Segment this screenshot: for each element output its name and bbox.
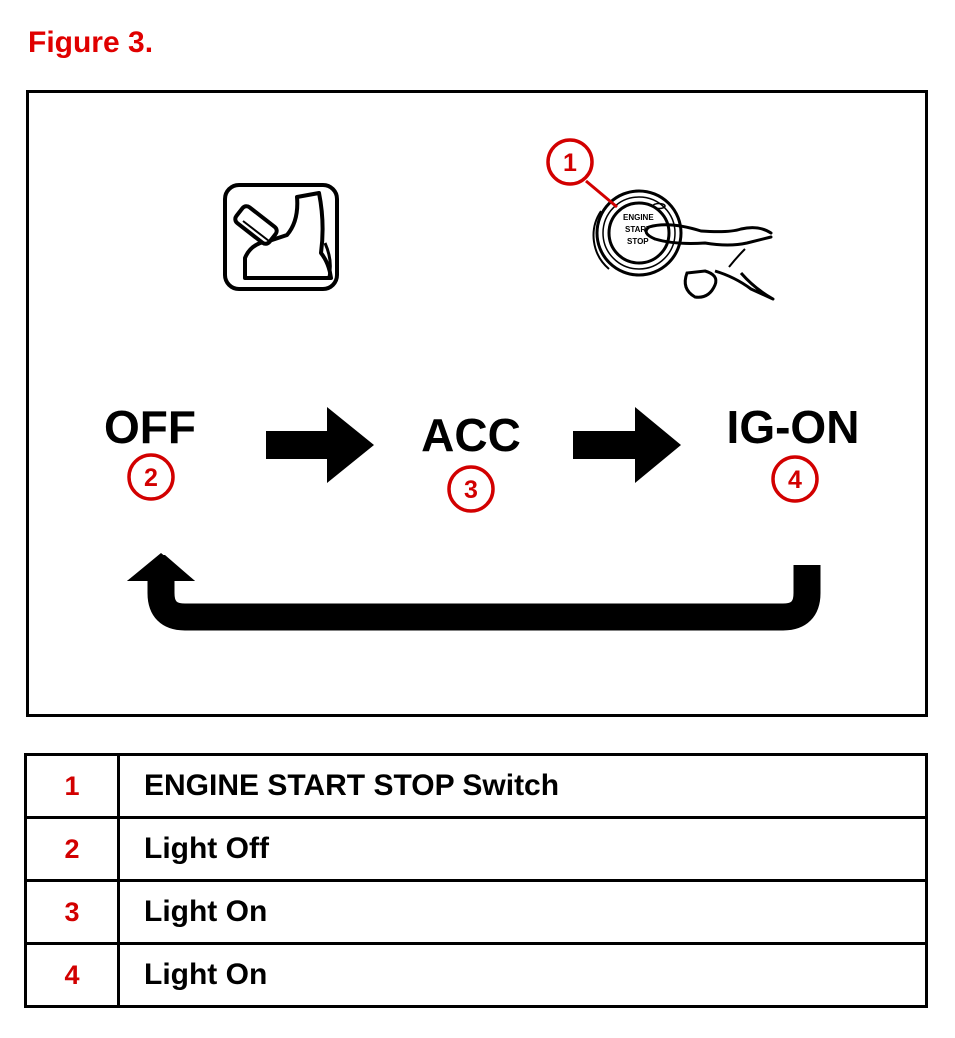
callout-3-number: 3 bbox=[464, 476, 478, 504]
legend-table: 1 ENGINE START STOP Switch 2 Light Off 3… bbox=[24, 753, 928, 1008]
callout-2: 2 bbox=[127, 453, 175, 501]
callout-1-number: 1 bbox=[563, 149, 577, 177]
ignition-diagram: ENGINE START STOP 1 OFF ACC IG-ON 2 bbox=[104, 138, 860, 631]
legend-description-cell: Light Off bbox=[117, 816, 928, 882]
right-arrow-icon bbox=[573, 407, 681, 483]
legend-description-cell: ENGINE START STOP Switch bbox=[117, 753, 928, 819]
state-off-label: OFF bbox=[104, 401, 196, 453]
callout-2-number: 2 bbox=[144, 464, 158, 492]
brake-pedal-icon bbox=[223, 183, 339, 291]
table-row: 4 Light On bbox=[24, 942, 928, 1008]
callout-1: 1 bbox=[546, 138, 618, 209]
return-arrow-icon bbox=[127, 553, 821, 631]
state-ig-on-label: IG-ON bbox=[727, 401, 860, 453]
legend-description-cell: Light On bbox=[117, 942, 928, 1008]
switch-text-start: START bbox=[625, 225, 651, 234]
legend-number-cell: 3 bbox=[24, 879, 120, 945]
table-row: 2 Light Off bbox=[24, 816, 928, 882]
callout-4-number: 4 bbox=[788, 466, 802, 494]
legend-description-cell: Light On bbox=[117, 879, 928, 945]
table-row: 1 ENGINE START STOP Switch bbox=[24, 753, 928, 819]
figure-title: Figure 3. bbox=[28, 26, 154, 59]
legend-number-cell: 4 bbox=[24, 942, 120, 1008]
switch-text-engine: ENGINE bbox=[623, 213, 654, 222]
legend-number-cell: 1 bbox=[24, 753, 120, 819]
switch-text-stop: STOP bbox=[627, 237, 649, 246]
right-arrow-icon bbox=[266, 407, 374, 483]
push-button-hand-icon: ENGINE START STOP bbox=[592, 189, 775, 301]
table-row: 3 Light On bbox=[24, 879, 928, 945]
legend-number-cell: 2 bbox=[24, 816, 120, 882]
callout-4: 4 bbox=[771, 455, 819, 503]
callout-3: 3 bbox=[447, 465, 495, 513]
state-acc-label: ACC bbox=[421, 409, 521, 461]
diagram-frame: ENGINE START STOP 1 OFF ACC IG-ON 2 bbox=[26, 90, 928, 717]
